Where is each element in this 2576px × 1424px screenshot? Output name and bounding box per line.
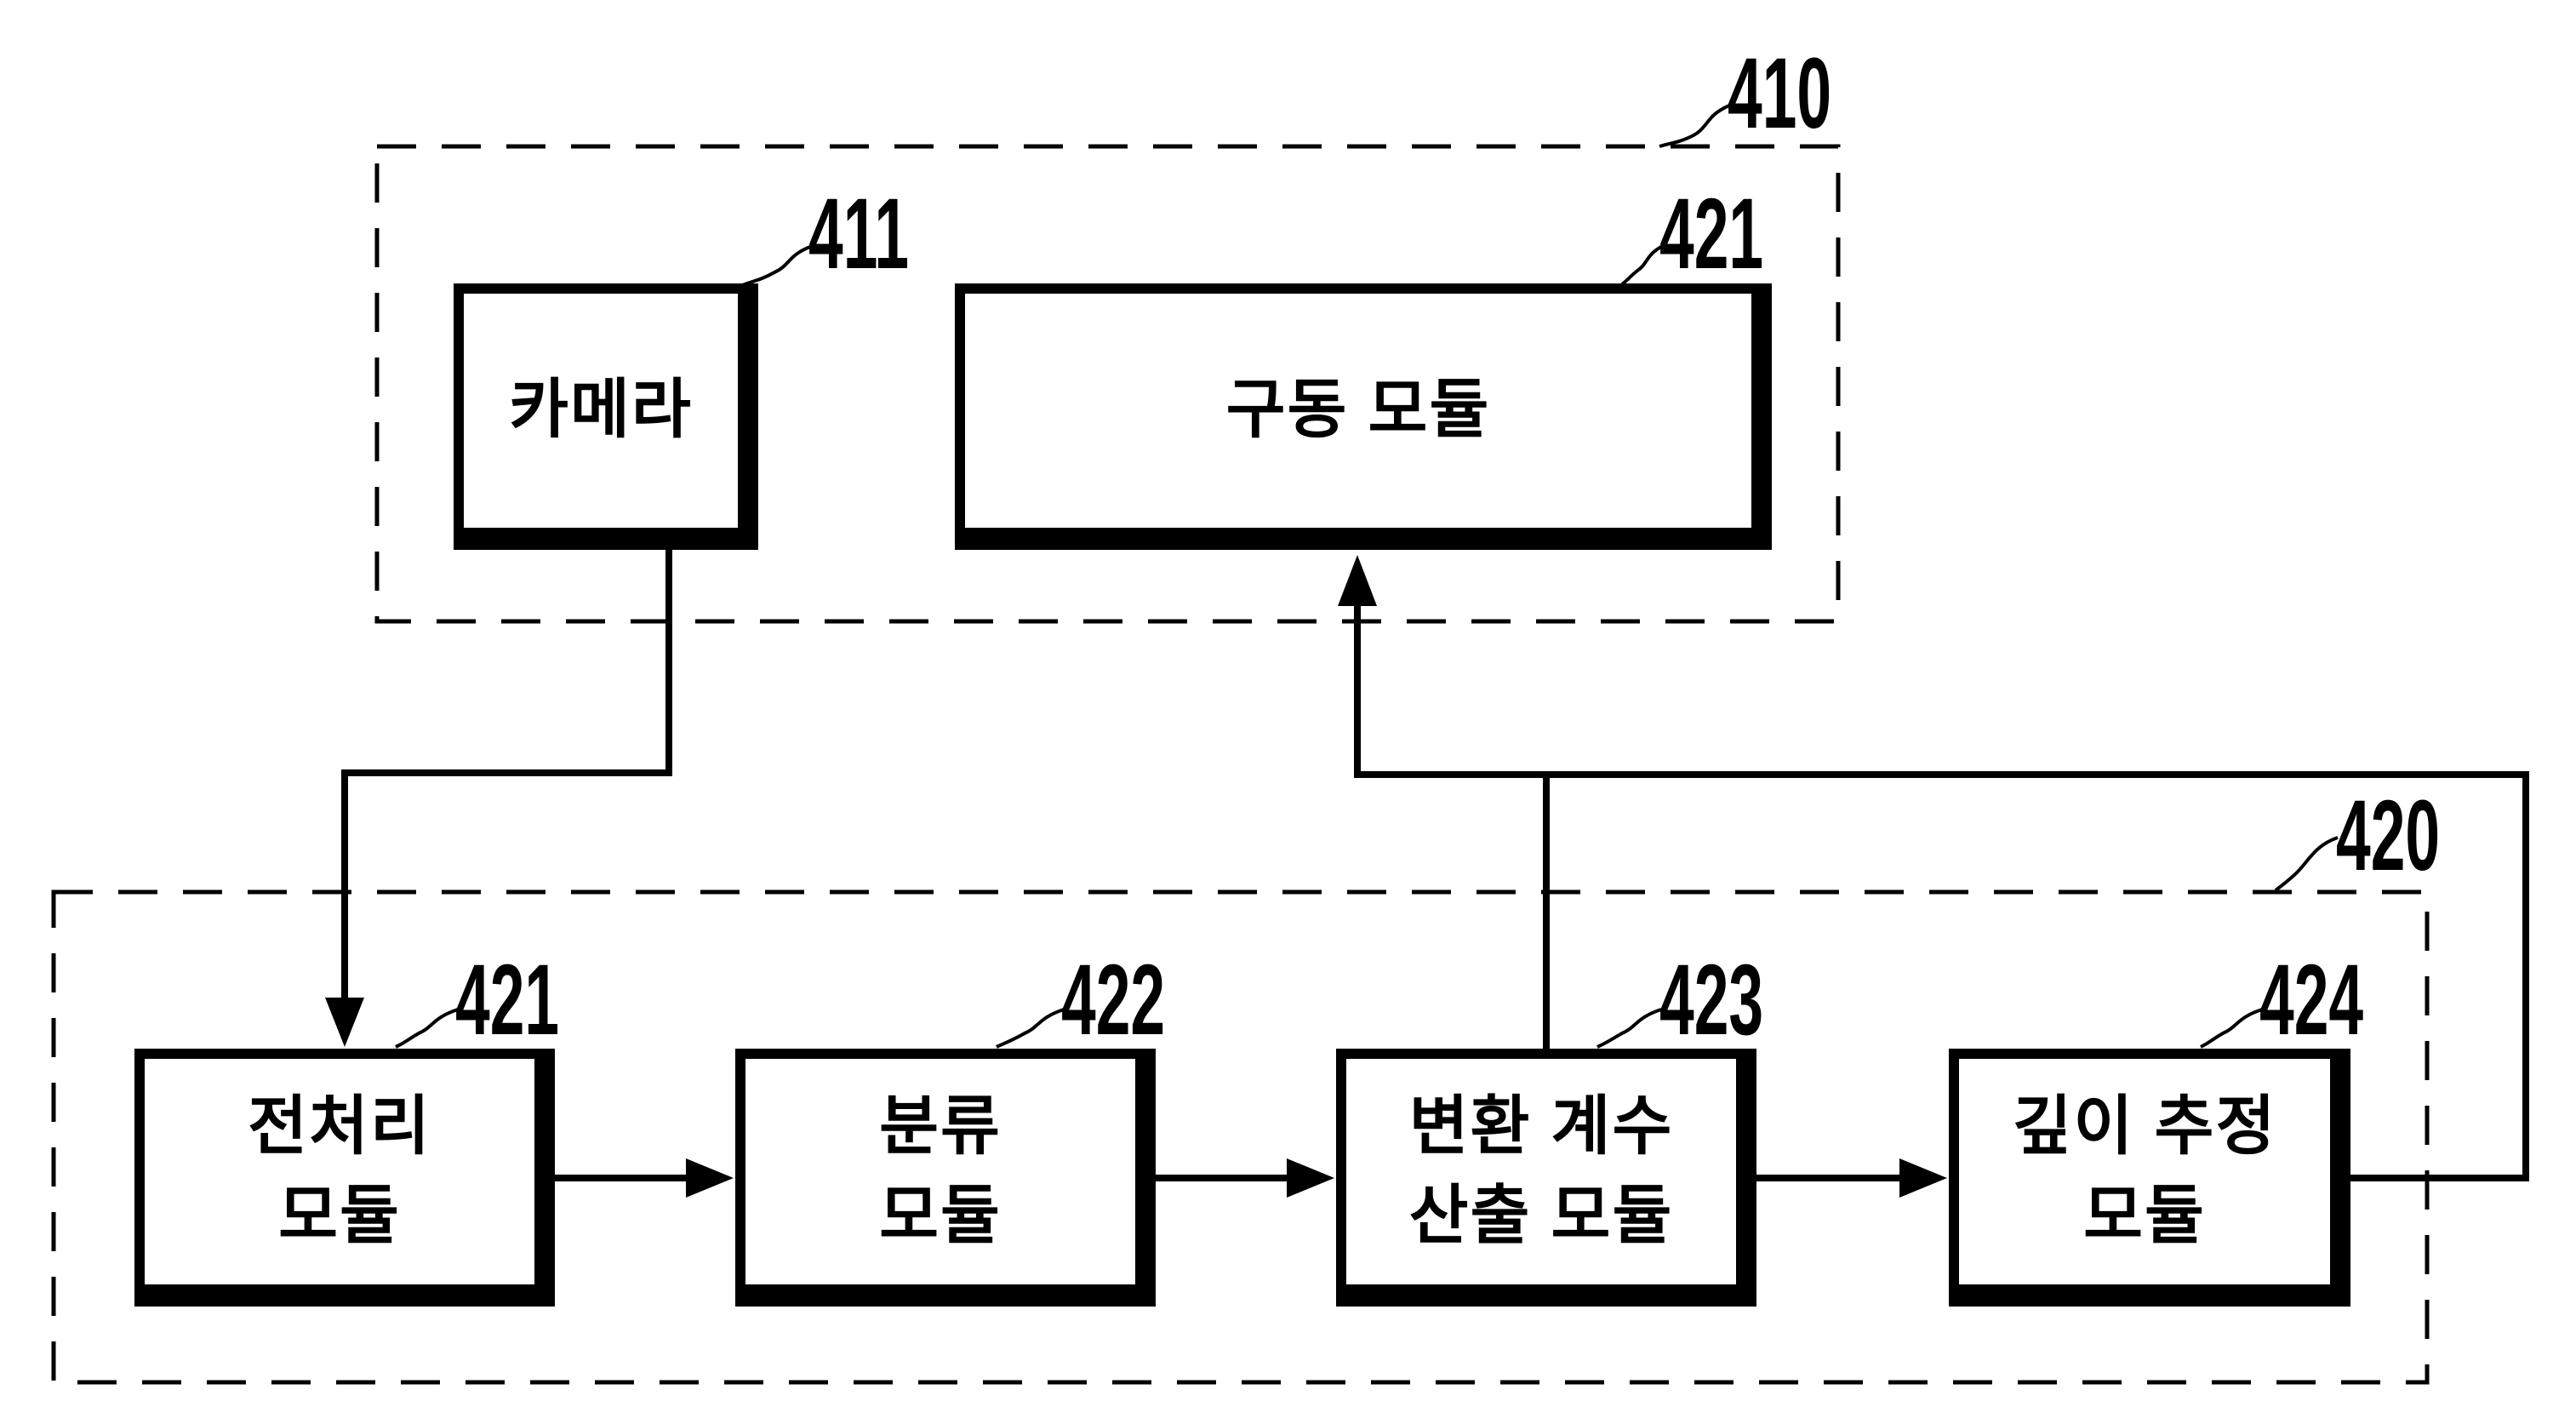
preprocess-module-label-line2: 모듈 [278,1179,401,1252]
ref-label-411: 411 [808,178,910,290]
processing-unit-dashed-box [51,889,2430,1385]
ref-label-424: 424 [2259,944,2364,1056]
arrowhead-into-coeff [1287,1158,1334,1198]
depth-estimation-module-box: 깊이 추정 모듈 [1949,1049,2350,1307]
camera-unit-dashed-box [374,144,1841,624]
leader-423 [1596,1008,1662,1049]
ref-label-423: 423 [1659,944,1764,1056]
ref-label-420: 420 [2336,780,2441,892]
leader-424 [2200,1008,2263,1049]
depth-feedback-to-drive-connector [1354,606,2529,1181]
leader-421-drive [1620,245,1663,286]
leader-422 [996,1008,1065,1049]
leader-411 [741,245,811,287]
arrowhead-into-preprocess [325,998,364,1047]
arrowhead-into-drive [1338,555,1377,606]
arrowhead-into-classify [686,1158,734,1198]
camera-box: 카메라 [454,283,758,550]
classify-module-label-line1: 분류 [879,1089,1002,1163]
drive-module-label: 구동 모듈 [1225,374,1491,447]
leader-410 [1659,104,1730,148]
ref-label-421-preprocess: 421 [455,944,560,1056]
depth-estimation-module-label-line2: 모듈 [2083,1179,2206,1252]
drive-module-box: 구동 모듈 [955,283,1772,550]
transform-coeff-module-label-line1: 변환 계수 [1408,1089,1674,1163]
ref-label-422: 422 [1061,944,1166,1056]
leader-421-preprocess [395,1008,459,1049]
ref-label-421-drive: 421 [1659,178,1764,290]
classify-module-box: 분류 모듈 [735,1049,1156,1307]
ref-label-410: 410 [1728,37,1832,150]
depth-estimation-module-label-line1: 깊이 추정 [2012,1089,2277,1163]
leader-420 [2274,836,2339,892]
preprocess-module-box: 전처리 모듈 [134,1049,555,1307]
camera-to-preprocess-connector [341,550,672,999]
camera-box-label: 카메라 [509,374,693,447]
preprocess-module-label-line1: 전처리 [248,1089,431,1163]
arrowhead-into-depth [1899,1158,1947,1198]
classify-module-label-line2: 모듈 [879,1179,1002,1252]
transform-coeff-module-box: 변환 계수 산출 모듈 [1336,1049,1756,1307]
transform-coeff-module-label-line2: 산출 모듈 [1408,1179,1674,1252]
